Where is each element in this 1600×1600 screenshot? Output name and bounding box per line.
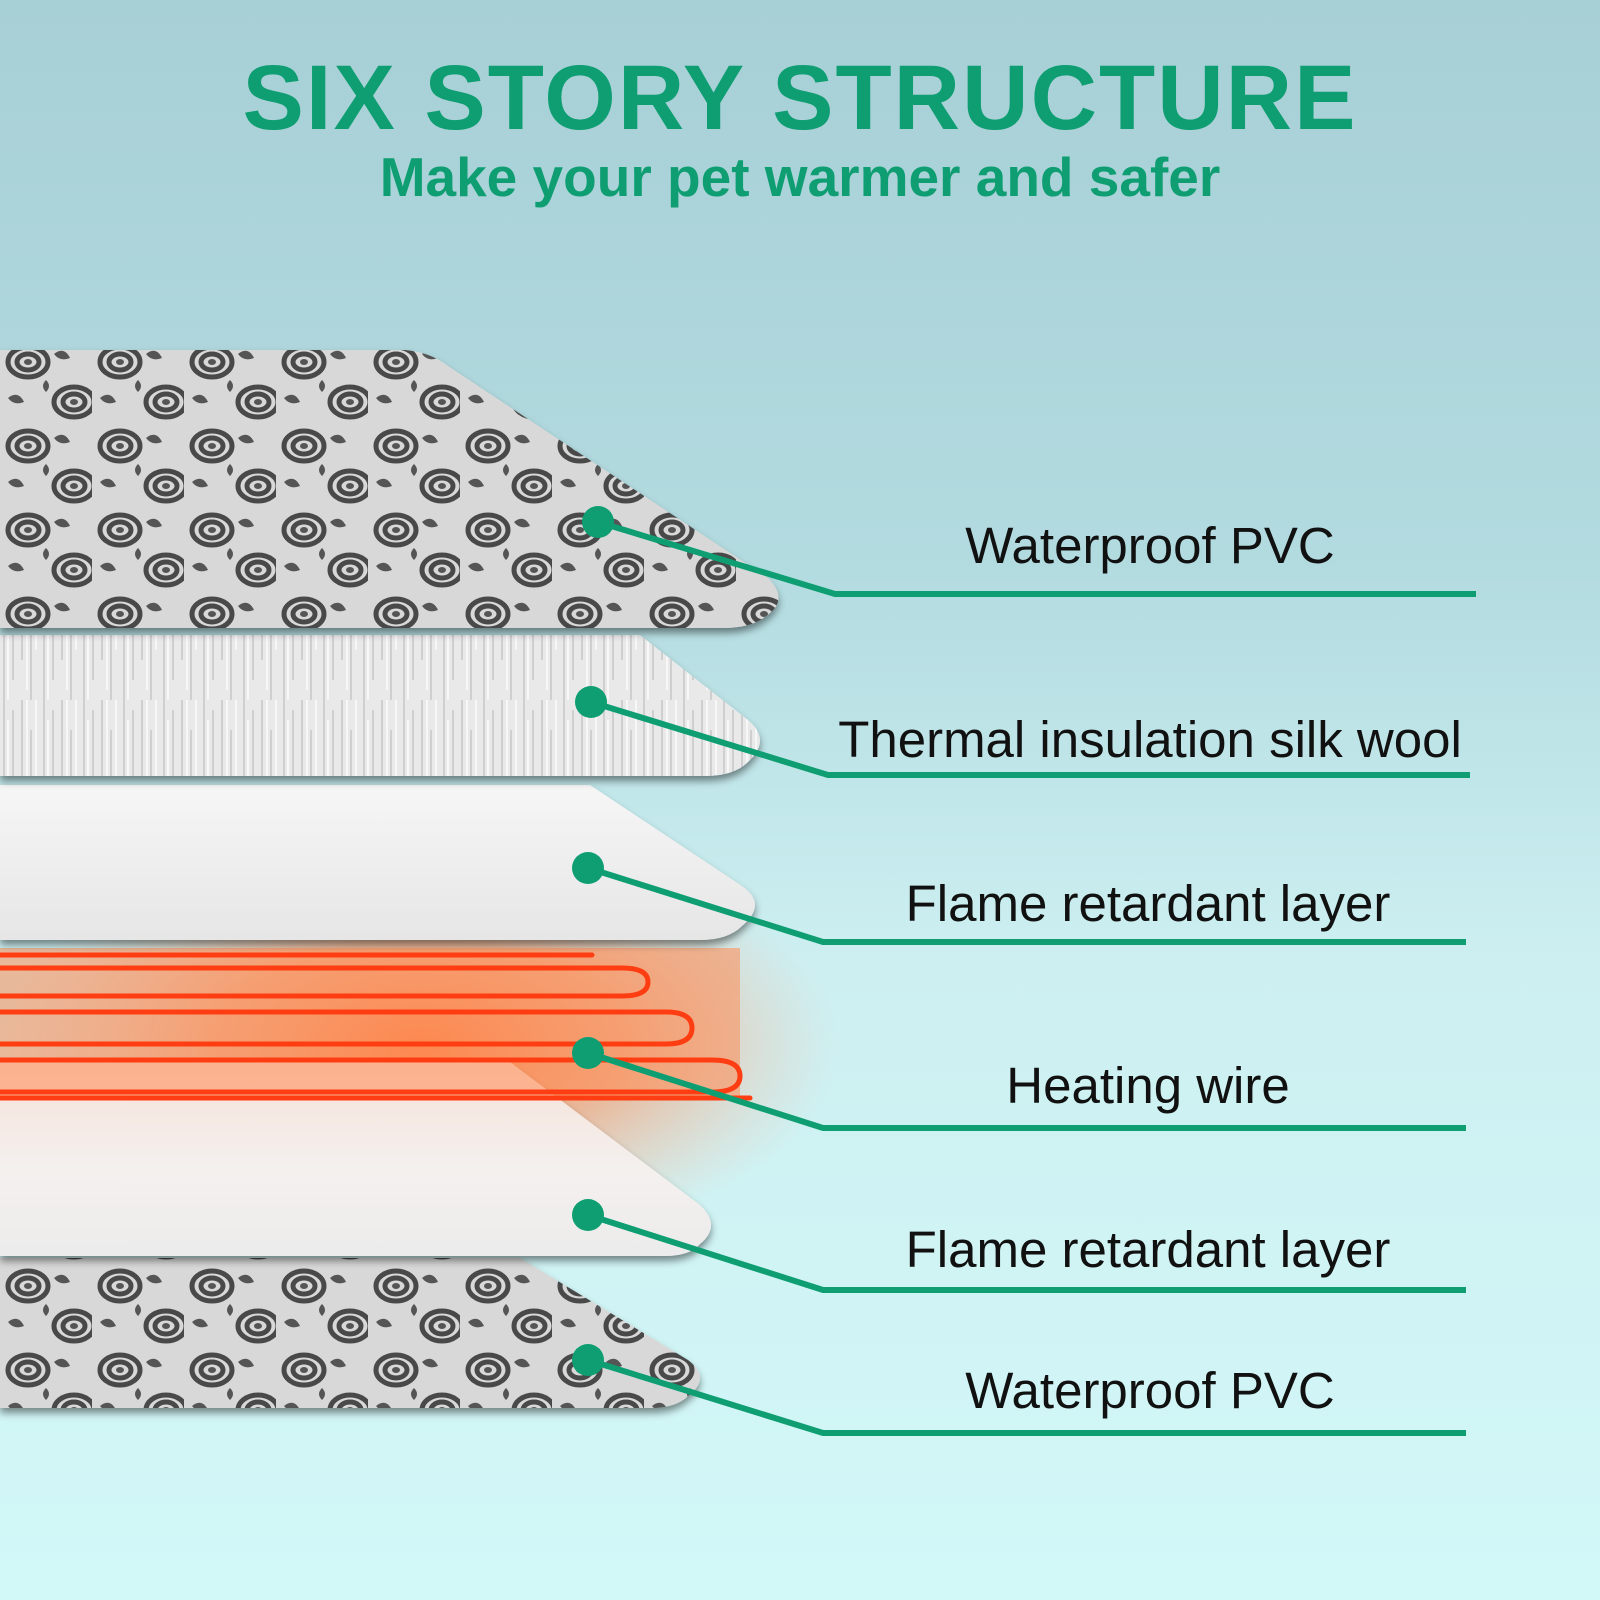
callout-dot: [582, 506, 614, 538]
layer-label: Flame retardant layer: [905, 1221, 1391, 1278]
layer-pvc-bottom: [0, 1258, 700, 1408]
layer-label: Thermal insulation silk wool: [838, 711, 1462, 768]
callout-dot: [572, 1037, 604, 1069]
callout-line: [590, 699, 1470, 778]
layer-pvc-top: [0, 350, 779, 628]
callout-line: [587, 865, 1466, 945]
layer-thermal-silk-wool: [0, 635, 760, 776]
layer-label: Waterproof PVC: [965, 517, 1335, 574]
callout-dot: [572, 1199, 604, 1231]
callout-line: [587, 1212, 1466, 1293]
layer-heating-wire: [0, 948, 753, 1101]
callout-line: [597, 519, 1476, 597]
layer-label: Heating wire: [1006, 1057, 1290, 1114]
layer-label: Flame retardant layer: [905, 875, 1391, 932]
callout-line: [587, 1050, 1466, 1131]
callout-dot: [572, 1344, 604, 1376]
callout-line: [587, 1357, 1466, 1436]
layer-label: Waterproof PVC: [965, 1362, 1335, 1419]
layer-flame-retardant-upper: [0, 785, 755, 940]
callout-dot: [572, 852, 604, 884]
page-subtitle: Make your pet warmer and safer: [379, 146, 1221, 208]
page-title: SIX STORY STRUCTURE: [242, 47, 1358, 149]
layer-flame-retardant-lower: [0, 1062, 711, 1256]
callout-dot: [575, 686, 607, 718]
